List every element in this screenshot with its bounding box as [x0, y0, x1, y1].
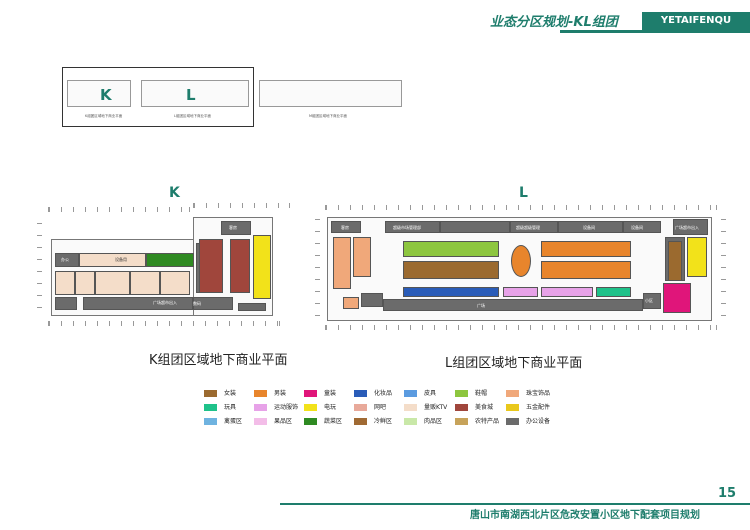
legend-swatch — [204, 390, 217, 397]
legend-swatch — [506, 390, 519, 397]
caption-l: L组团区域地下商业平面 — [445, 356, 583, 371]
legend-swatch — [455, 390, 468, 397]
room-label: 广场超市出入 — [675, 225, 699, 230]
footer-title: 唐山市南湖西北片区危改安置小区地下配套项目规划 — [470, 510, 700, 521]
room-label: 设备间 — [631, 225, 643, 230]
legend-swatch — [354, 418, 367, 425]
legend-swatch — [254, 404, 267, 411]
overview-plan-k — [67, 80, 131, 107]
room-label: 客房 — [229, 225, 237, 230]
room-label: 广场 — [477, 303, 485, 308]
legend-swatch — [354, 390, 367, 397]
room-label: 设备用 — [115, 257, 127, 262]
room-label: 超级市场管理部 — [393, 225, 421, 230]
plan-k: 办公 设备用 广场超市出入 数码 客房 — [33, 203, 298, 333]
legend-swatch — [204, 404, 217, 411]
page-title: 业态分区规划-KL组团 — [490, 15, 618, 30]
legend-swatch — [506, 404, 519, 411]
header-rule — [560, 30, 750, 33]
overview-caption-m: M组团区域地下商业平面 — [309, 114, 348, 118]
footer-rule — [280, 503, 750, 505]
legend-swatch — [254, 418, 267, 425]
overview-plan-l — [141, 80, 249, 107]
legend-swatch — [254, 390, 267, 397]
room-label: 小区 — [645, 298, 653, 303]
legend-swatch — [204, 418, 217, 425]
legend-swatch — [506, 418, 519, 425]
legend-swatch — [304, 390, 317, 397]
overview-frame — [62, 67, 254, 127]
legend-swatch — [455, 418, 468, 425]
room-label: 办公 — [61, 257, 69, 262]
room-label: 广场超市出入 — [153, 300, 177, 305]
plan-l: 客房 超级市场管理部 超级超级管理 设备间 设备间 广场超市出入 广场 小区 — [313, 201, 728, 337]
room-label: 超级超级管理 — [516, 225, 540, 230]
section-letter-l: L — [519, 185, 528, 201]
legend: 女装 男装 童装 化妆品 皮具 鞋帽 珠宝饰品 玩具 运动服饰 电玩 网吧 量贩… — [204, 389, 564, 441]
page-number: 15 — [718, 486, 737, 501]
legend-swatch — [404, 404, 417, 411]
legend-swatch — [404, 418, 417, 425]
header-code-badge: YETAIFENQU — [642, 12, 750, 30]
overview-caption-k: K组团区域地下商业平面 — [85, 114, 123, 118]
section-letter-k: K — [169, 185, 180, 201]
overview-plan-m — [259, 80, 402, 107]
legend-swatch — [455, 404, 468, 411]
overview-caption-l: L组团区域地下商业平面 — [174, 114, 211, 118]
legend-swatch — [404, 390, 417, 397]
room-label: 设备间 — [583, 225, 595, 230]
caption-k: K组团区域地下商业平面 — [149, 353, 288, 368]
overview-label-l: L — [186, 86, 196, 104]
overview-label-k: K — [100, 86, 112, 104]
legend-swatch — [354, 404, 367, 411]
room-label: 客房 — [341, 225, 349, 230]
legend-swatch — [304, 418, 317, 425]
legend-swatch — [304, 404, 317, 411]
room-label: 数码 — [193, 301, 201, 306]
